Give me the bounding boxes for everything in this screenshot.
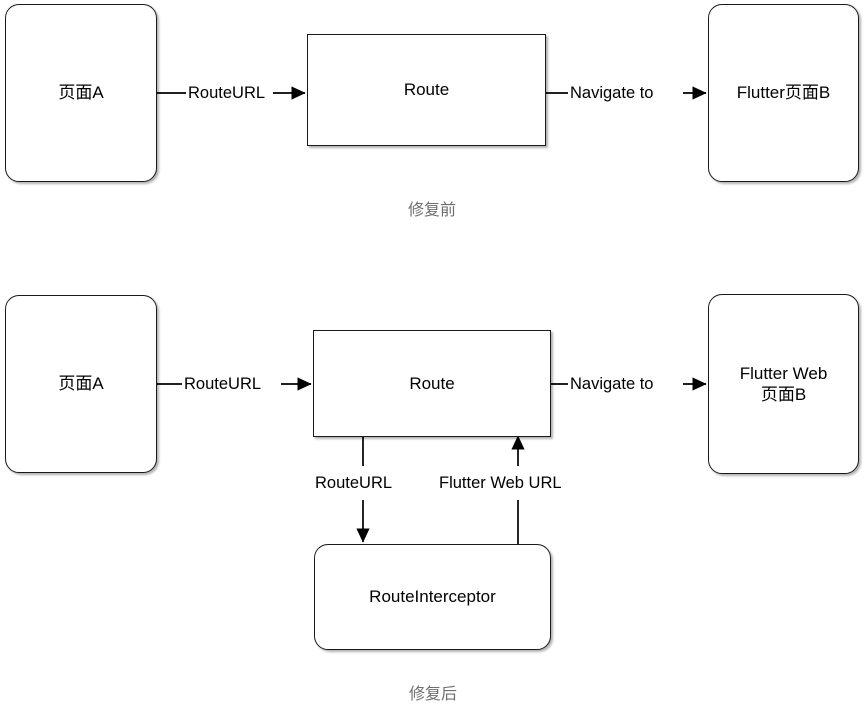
node-page-a-top[interactable]: 页面A: [5, 4, 157, 182]
edge-label-routeurl-top: RouteURL: [186, 84, 268, 102]
node-label: Route: [403, 80, 450, 100]
caption-after: 修复后: [408, 686, 457, 703]
node-route-bottom[interactable]: Route: [313, 330, 551, 437]
edge-label-navigate-to-bottom: Navigate to: [568, 375, 656, 393]
node-page-a-bottom[interactable]: 页面A: [5, 295, 157, 473]
edge-label-routeurl-down: RouteURL: [313, 474, 395, 492]
edge-label-routeurl-bottom: RouteURL: [182, 375, 264, 393]
node-label: Route: [409, 373, 455, 393]
node-flutter-page-b-top[interactable]: Flutter页面B: [708, 4, 859, 182]
edge-label-navigate-to-top: Navigate to: [568, 84, 656, 102]
node-route-interceptor[interactable]: RouteInterceptor: [314, 544, 551, 650]
node-label: Flutter页面B: [736, 83, 831, 103]
edge-label-flutter-web-url-up: Flutter Web URL: [437, 474, 564, 492]
node-label-line2: 页面B: [760, 385, 807, 404]
node-label-line1: Flutter Web: [739, 363, 828, 383]
caption-before: 修复前: [407, 202, 456, 219]
node-route-top[interactable]: Route: [307, 34, 546, 146]
node-label: 页面A: [58, 83, 104, 103]
node-label: 页面A: [58, 374, 104, 394]
node-flutter-web-page-b[interactable]: Flutter Web 页面B: [708, 294, 859, 474]
node-label: RouteInterceptor: [369, 587, 496, 607]
